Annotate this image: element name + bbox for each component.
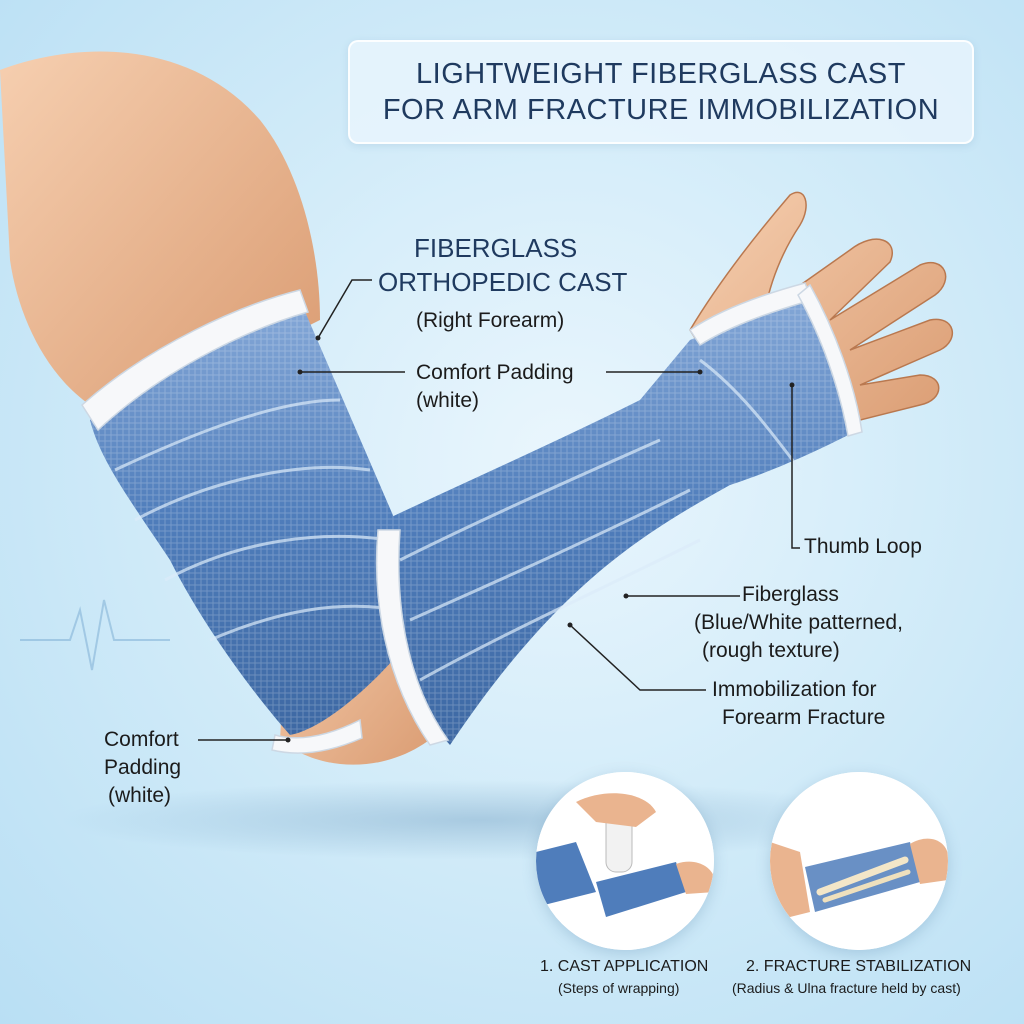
fiberglass-label-line-3: (rough texture) xyxy=(702,639,840,662)
main-label-line-1: FIBERGLASS xyxy=(414,233,578,263)
step-1-image xyxy=(536,772,714,950)
padding-cuff-upper xyxy=(81,289,309,432)
comfort-padding-top-line-1: Comfort Padding xyxy=(416,361,574,384)
step-1-title: 1. CAST APPLICATION xyxy=(540,958,709,975)
ecg-line-decoration xyxy=(20,599,170,671)
comfort-padding-top-line-2: (white) xyxy=(416,389,480,412)
leader-main-label xyxy=(317,279,372,339)
step-2-title: 2. FRACTURE STABILIZATION xyxy=(746,958,972,975)
fiberglass-label-line-1: Fiberglass xyxy=(742,583,839,606)
title-line-1: LIGHTWEIGHT FIBERGLASS CAST xyxy=(416,58,906,90)
forearm-cast xyxy=(385,285,858,745)
main-label-line-3: (Right Forearm) xyxy=(416,309,565,332)
title-line-2: FOR ARM FRACTURE IMMOBILIZATION xyxy=(382,94,940,126)
comfort-padding-left-line-1: Comfort xyxy=(104,728,179,751)
main-label-line-2: ORTHOPEDIC CAST xyxy=(378,267,628,297)
comfort-padding-left-line-3: (white) xyxy=(108,784,172,807)
step-2-image xyxy=(770,772,948,950)
wrist-padding xyxy=(797,283,863,437)
leader-immobilization xyxy=(569,624,706,691)
upper-cast xyxy=(90,300,410,735)
thumb-loop-label: Thumb Loop xyxy=(804,535,922,558)
comfort-padding-left-line-2: Padding xyxy=(104,756,182,779)
padding-cuff-elbow xyxy=(375,529,450,746)
immobilization-label-line-2: Forearm Fracture xyxy=(722,706,886,729)
padding-cuff-lower xyxy=(271,718,363,754)
immobilization-label-line-1: Immobilization for xyxy=(712,678,877,701)
step-2-subtitle: (Radius & Ulna fracture held by cast) xyxy=(732,980,961,996)
fiberglass-label-line-2: (Blue/White patterned, xyxy=(694,611,903,634)
leader-thumb-loop xyxy=(791,385,800,549)
step-1-subtitle: (Steps of wrapping) xyxy=(558,980,680,996)
title-box: LIGHTWEIGHT FIBERGLASS CAST FOR ARM FRAC… xyxy=(348,40,974,144)
